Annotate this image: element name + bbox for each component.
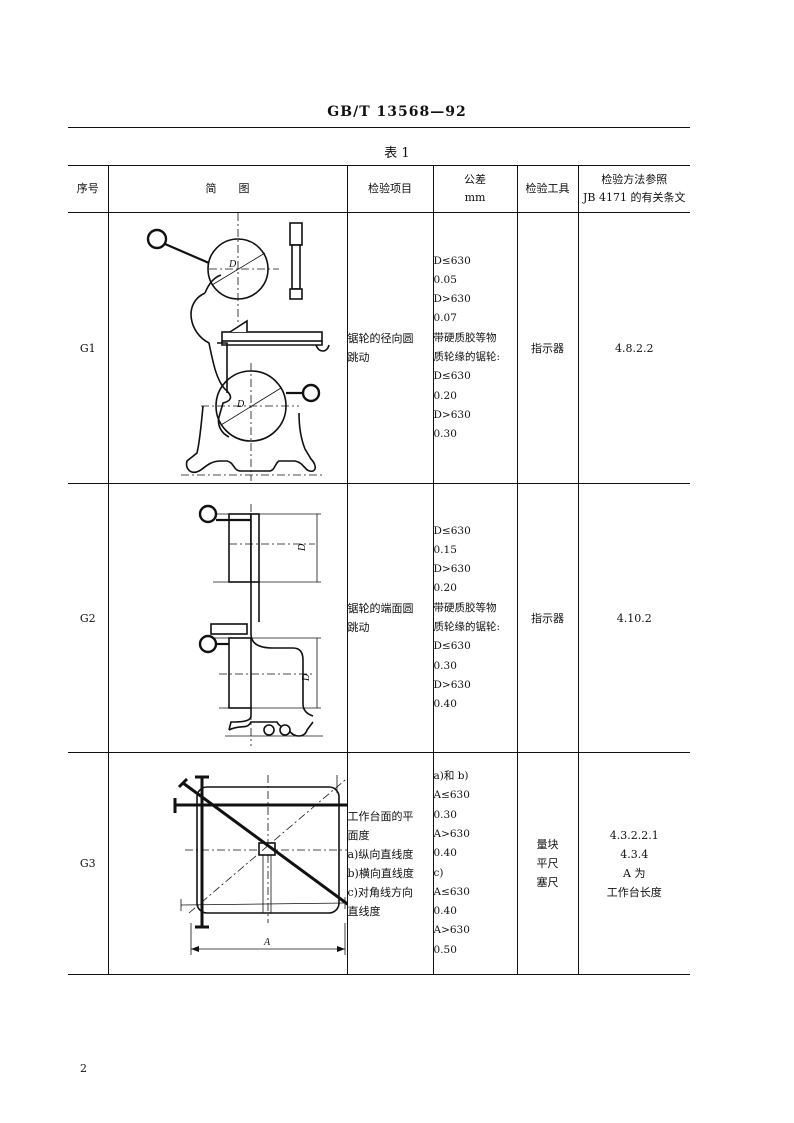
item-line: b)横向直线度 [347,866,414,880]
item-line: 跳动 [347,621,370,634]
tolerance-line: 0.15 [433,543,457,556]
tool-name: 指示器 [531,342,564,355]
tolerance-line: A>630 [433,827,470,840]
tolerance-line: 0.30 [433,428,457,441]
ref-cell: 4.3.2.2.1 4.3.4 A 为 工作台长度 [577,752,690,975]
table-row: G1 [68,212,690,484]
table-caption: 表 1 [384,146,410,161]
col-tolerance-label: 公差 [464,173,486,186]
ref-clause: 4.3.2.2.1 [609,828,659,842]
tolerance-line: 0.40 [433,698,457,711]
row-id: G2 [68,483,109,753]
ref-cell: 4.8.2.2 [577,212,690,484]
diagram-label-d: D [228,259,237,270]
ref-clause: 4.3.4 [620,847,649,861]
ref-note: A 为 [623,866,646,880]
item-line: 面度 [347,828,370,842]
tolerance-line: 0.40 [433,905,457,918]
tolerance-line: a)和 b) [433,770,469,783]
tolerance-line: A>630 [433,924,470,937]
tool-cell: 指示器 [516,483,579,753]
item-line: 锯轮的端面圆 [347,602,414,615]
tolerance-line: c) [433,866,444,879]
tolerance-line: D>630 [433,678,471,691]
diagram-label-d: D [301,673,312,682]
col-tool: 检验工具 [516,165,579,213]
item-line: 跳动 [347,351,370,364]
col-item: 检验项目 [346,165,434,213]
tolerance-line: 带硬质胶等物 [433,601,497,614]
diagram-label-a: A [263,937,271,948]
tolerance-line: D≤630 [433,524,471,537]
tolerance-line: 0.30 [433,659,457,672]
item-cell: 工作台面的平 面度 a)纵向直线度 b)横向直线度 c)对角线方向 直线度 [346,752,434,975]
item-line: c)对角线方向 [347,885,413,899]
inspection-table: 序号 简 图 检验项目 公差 mm 检验工具 检验方法参照 JB 4171 的有… [68,165,690,975]
header-rule [68,127,690,128]
item-line: a)纵向直线度 [347,847,414,861]
diagram-cell: D D [107,483,348,753]
tolerance-line: D≤630 [433,640,471,653]
tolerance-line: D>630 [433,563,471,576]
col-diagram: 简 图 [107,165,348,213]
tool-name: 平尺 [536,857,559,870]
tolerance-line: D>630 [433,293,471,306]
item-line: 直线度 [347,904,381,918]
ref-clause: 4.8.2.2 [615,341,654,355]
ref-note: 工作台长度 [606,885,662,899]
tool-name: 指示器 [531,612,564,625]
col-tolerance: 公差 mm [432,165,518,213]
tolerance-line: A≤630 [433,789,470,802]
tool-name: 塞尺 [536,876,559,889]
diagram-label-d: D [236,399,245,410]
col-ref-line1: 检验方法参照 [601,173,668,186]
tolerance-cell: a)和 b) A≤630 0.30 A>630 0.40 c) A≤630 0.… [432,752,518,975]
item-line: 工作台面的平 [347,809,414,823]
ref-cell: 4.10.2 [577,483,690,753]
tolerance-line: 质轮缘的锯轮: [433,621,501,633]
tool-cell: 量块 平尺 塞尺 [516,752,579,975]
diagram-g2-bandsaw-face: D D [198,504,323,746]
col-ref: 检验方法参照 JB 4171 的有关条文 [577,165,690,213]
row-id: G3 [68,752,109,975]
diagram-g3-table-flatness: A [173,775,348,955]
col-ref-line2: JB 4171 的有关条文 [583,191,686,204]
page-number: 2 [80,1062,87,1075]
tolerance-line: 0.20 [433,389,457,402]
tolerance-line: D≤630 [433,370,471,383]
col-tolerance-unit: mm [464,191,486,204]
tolerance-line: D≤630 [433,254,471,267]
table-header-row: 序号 简 图 检验项目 公差 mm 检验工具 检验方法参照 JB 4171 的有… [68,165,690,213]
diagram-cell: D D [107,212,348,484]
tolerance-line: 带硬质胶等物 [433,331,497,344]
tolerance-line: 0.50 [433,943,457,956]
item-cell: 锯轮的径向圆 跳动 [346,212,434,484]
tolerance-cell: D≤630 0.15 D>630 0.20 带硬质胶等物 质轮缘的锯轮: D≤6… [432,483,518,753]
tolerance-line: D>630 [433,408,471,421]
table-row: G2 [68,483,690,753]
diagram-label-d: D [297,543,308,552]
col-seq: 序号 [68,165,109,213]
tolerance-line: 0.05 [433,273,457,286]
table-row: G3 [68,752,690,975]
tool-name: 量块 [536,838,559,851]
row-id: G1 [68,212,109,484]
standard-header: GB/T 13568—92 [327,104,467,120]
tolerance-line: A≤630 [433,885,470,898]
diagram-cell: A [107,752,348,975]
tolerance-line: 0.20 [433,582,457,595]
tolerance-line: 质轮缘的锯轮: [433,351,501,363]
item-line: 锯轮的径向圆 [347,332,414,345]
ref-clause: 4.10.2 [616,611,652,625]
tolerance-cell: D≤630 0.05 D>630 0.07 带硬质胶等物 质轮缘的锯轮: D≤6… [432,212,518,484]
item-cell: 锯轮的端面圆 跳动 [346,483,434,753]
tolerance-line: 0.40 [433,847,457,860]
diagram-g1-bandsaw-radial: D D [146,213,330,481]
tolerance-line: 0.07 [433,312,457,325]
tool-cell: 指示器 [516,212,579,484]
tolerance-line: 0.30 [433,808,457,821]
